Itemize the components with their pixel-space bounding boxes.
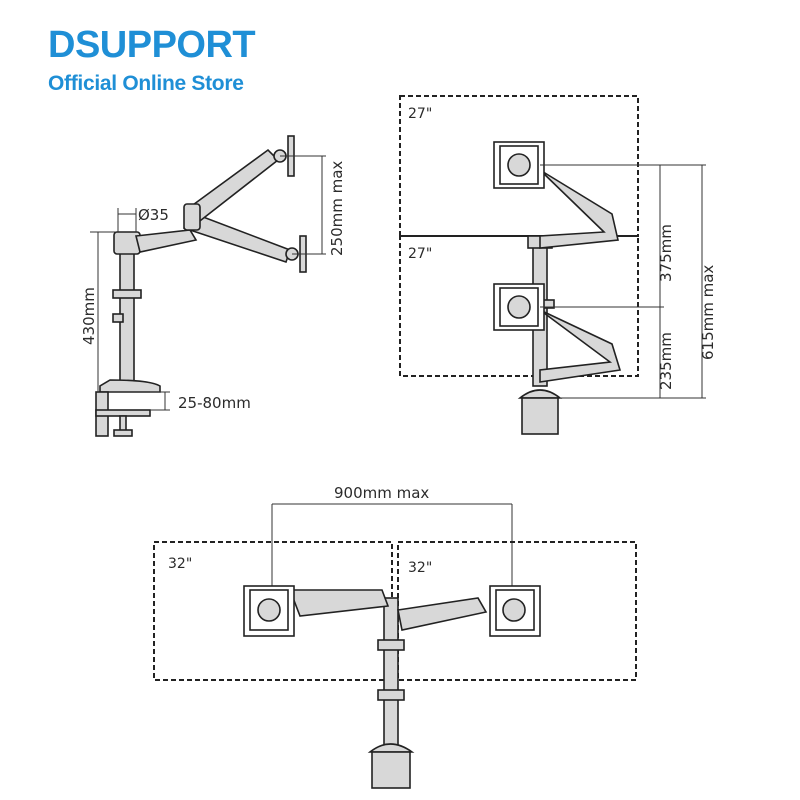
left-arm <box>288 589 390 617</box>
left-monitor-label: 32" <box>168 556 192 572</box>
front-upper-arm <box>539 169 619 249</box>
right-monitor-label: 32" <box>408 560 432 576</box>
upper-monitor-outline <box>399 95 639 237</box>
side-lower-segment <box>135 229 198 253</box>
brand-block: DSUPPORT Official Online Store <box>48 24 256 96</box>
side-clamp-bottom <box>95 409 151 417</box>
right-arm <box>397 597 488 631</box>
top-pole-collar-2 <box>377 689 405 701</box>
front-upper-vesa <box>507 153 531 177</box>
brand-name: DSUPPORT <box>48 24 256 66</box>
arm-range-label: 250mm max <box>328 161 346 256</box>
brand-subtitle: Official Online Store <box>48 72 244 95</box>
front-lower-arm <box>539 309 622 383</box>
lower-spacing-label: 235mm <box>657 332 675 390</box>
clamp-label: 25-80mm <box>178 394 251 412</box>
pole-height-label: 430mm <box>80 287 98 345</box>
top-base <box>367 743 415 753</box>
left-vesa <box>257 598 281 622</box>
side-pole-collar <box>112 289 142 299</box>
side-pole-knob <box>112 313 124 323</box>
front-lower-vesa <box>507 295 531 319</box>
front-base <box>517 389 563 399</box>
total-height-label: 615mm max <box>699 265 717 360</box>
side-base <box>99 379 161 393</box>
side-clamp-knob <box>113 429 133 437</box>
side-view: Ø35 430mm 250mm max 25-80mm <box>80 135 346 437</box>
diameter-label: Ø35 <box>138 206 169 224</box>
right-vesa <box>502 598 526 622</box>
top-view: 900mm max 32" 32" <box>153 484 637 789</box>
front-view: 27" 27" 375mm 235mm 615mm max <box>399 95 717 435</box>
top-pole-collar <box>377 639 405 651</box>
top-pole <box>383 597 399 759</box>
side-arm-hub <box>183 203 201 231</box>
front-clamp <box>521 397 559 435</box>
top-clamp <box>371 751 411 789</box>
upper-monitor-label: 27" <box>408 106 432 122</box>
span-label: 900mm max <box>334 484 429 502</box>
upper-spacing-label: 375mm <box>657 224 675 282</box>
lower-monitor-label: 27" <box>408 246 432 262</box>
lower-monitor-outline <box>399 235 639 377</box>
